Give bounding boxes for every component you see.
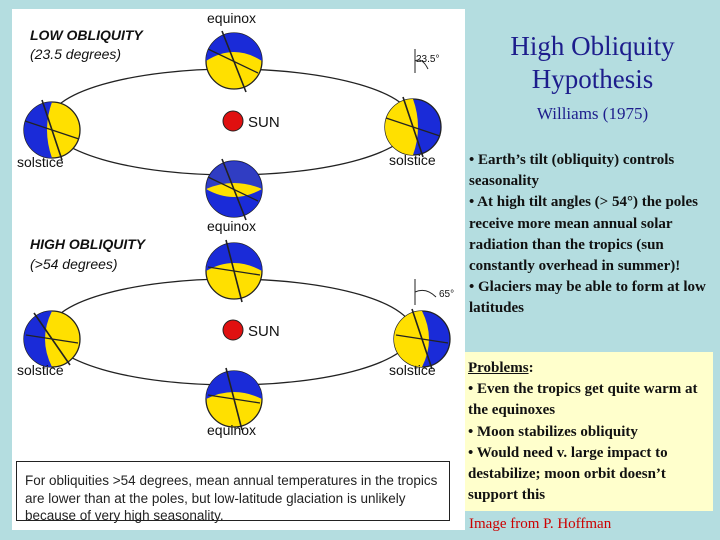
high-earth-top <box>205 239 263 303</box>
low-angle-label: 23.5° <box>416 54 439 65</box>
bullet-item: • Earth’s tilt (obliquity) controls seas… <box>469 152 675 190</box>
low-sun <box>222 110 244 132</box>
high-sun <box>222 319 244 341</box>
problems-heading: Problems <box>468 360 529 376</box>
problem-item: • Moon stabilizes obliquity <box>468 423 638 440</box>
high-earth-bottom <box>205 367 263 431</box>
low-sun-label: SUN <box>248 114 280 131</box>
high-earth-right <box>393 308 451 370</box>
high-equinox-label-bottom: equinox <box>207 422 256 438</box>
low-equinox-label-top: equinox <box>207 10 256 26</box>
low-earth-top <box>205 30 263 93</box>
high-angle-arc <box>414 279 437 305</box>
high-title: HIGH OBLIQUITY <box>30 236 147 252</box>
bullet-list: • Earth’s tilt (obliquity) controls seas… <box>469 150 717 320</box>
orbit-diagram-svg: LOW OBLIQUITY (23.5 degrees) equinox sol… <box>17 10 454 438</box>
image-credit: Image from P. Hoffman <box>469 516 612 532</box>
bullet-item: • Glaciers may be able to form at low la… <box>469 279 706 317</box>
problem-item: • Would need v. large impact to destabil… <box>468 444 668 504</box>
problem-item: • Even the tropics get quite warm at the… <box>468 381 698 419</box>
high-earth-left <box>23 310 81 368</box>
low-earth-left <box>23 99 81 161</box>
low-earth-bottom <box>205 158 263 221</box>
high-sun-label: SUN <box>248 323 280 340</box>
high-subtitle: (>54 degrees) <box>30 256 118 272</box>
obliquity-diagram: LOW OBLIQUITY (23.5 degrees) equinox sol… <box>12 9 465 530</box>
slide-subtitle: Williams (1975) <box>536 104 649 123</box>
low-title: LOW OBLIQUITY <box>30 27 144 43</box>
problems-box: Problems: • Even the tropics get quite w… <box>465 352 713 511</box>
low-solstice-label-right: solstice <box>389 152 436 168</box>
low-earth-right <box>384 96 442 158</box>
slide-title: High Obliquity Hypothesis <box>510 31 675 94</box>
low-angle-arc <box>414 49 429 73</box>
bullet-item: • At high tilt angles (> 54°) the poles … <box>469 194 698 275</box>
low-subtitle: (23.5 degrees) <box>30 46 121 62</box>
high-solstice-label-left: solstice <box>17 362 64 378</box>
high-solstice-label-right: solstice <box>389 362 436 378</box>
diagram-caption: For obliquities >54 degrees, mean annual… <box>16 461 450 523</box>
high-angle-label: 65° <box>439 289 454 300</box>
low-equinox-label-bottom: equinox <box>207 218 256 234</box>
